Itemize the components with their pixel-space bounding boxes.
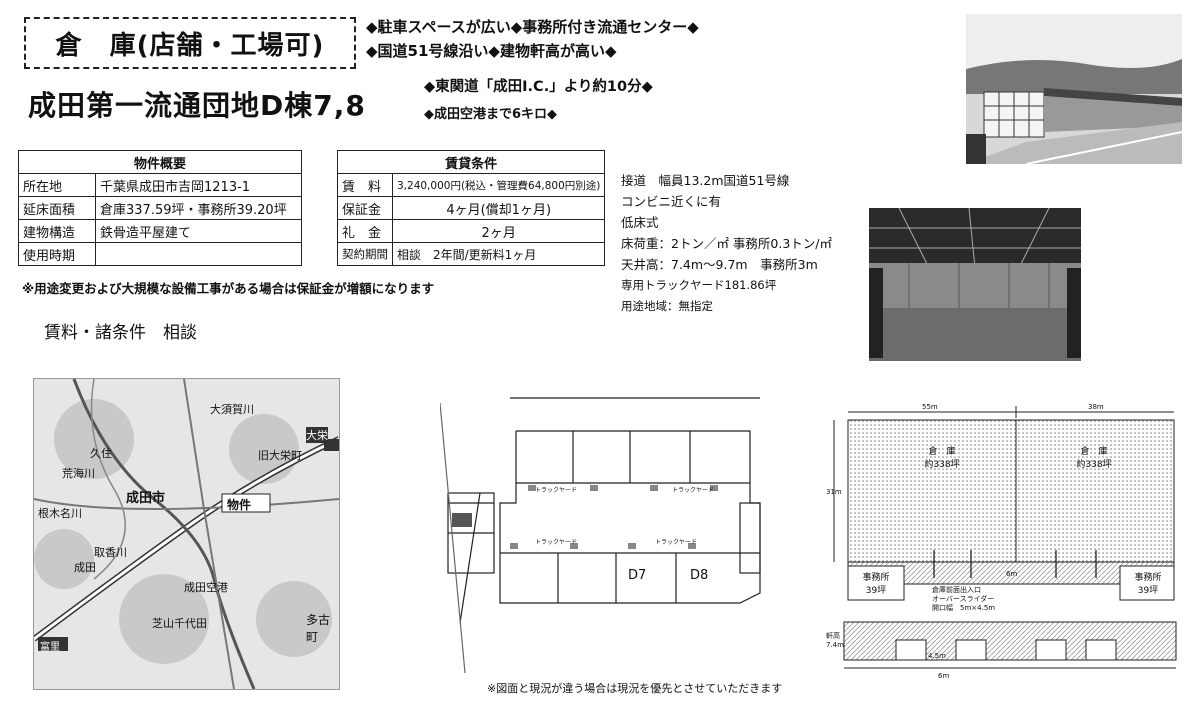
- table-row: 使用時期: [18, 242, 302, 266]
- spec-item: 用途地域：無指定: [621, 299, 713, 313]
- overview-label: 建物構造: [18, 219, 96, 243]
- elevation-value: 7.4m: [826, 641, 844, 649]
- spec-item: コンビニ近くに有: [621, 194, 722, 209]
- consult-note: 賃料・諸条件 相談: [44, 323, 197, 343]
- truck-yard-label: トラックヤード: [535, 539, 578, 546]
- site-floorplan: トラックヤード トラックヤード トラックヤード トラックヤード D7 D8: [440, 393, 780, 673]
- lease-label: 礼 金: [337, 219, 393, 243]
- lease-label: 賃 料: [337, 173, 393, 197]
- table-row: 所在地千葉県成田市吉岡1213-1: [18, 173, 302, 197]
- map-label: 成田市: [126, 491, 166, 506]
- unit-label-d8: D8: [690, 568, 709, 583]
- lease-label: 契約期間: [337, 242, 393, 266]
- dim-width-1: 55m: [922, 403, 938, 411]
- warehouse-1: 倉 庫約338坪: [912, 444, 972, 470]
- map-label: 大須賀川: [210, 403, 254, 416]
- lease-value: 3,240,000円(税込・管理費64,800円別途): [391, 173, 606, 197]
- dim-depth: 31m: [826, 488, 842, 496]
- lease-heading: 賃貸条件: [336, 150, 606, 174]
- elevation-door-width: 6m: [938, 672, 950, 680]
- area-map: 大須賀川 荒海川 根木名川 取香川 成田市 物件 旧大栄町 成田空港 芝山千代田…: [33, 378, 340, 690]
- office-name: 事務所: [1134, 573, 1162, 583]
- table-row: 契約期間相談 2年間/更新料1ヶ月: [337, 242, 606, 266]
- warehouse-2: 倉 庫約338坪: [1064, 444, 1124, 470]
- map-label: 久住: [90, 447, 112, 460]
- table-row: 建物構造鉄骨造平屋建て: [18, 219, 302, 243]
- map-label: 成田空港: [184, 581, 228, 594]
- overview-value: [95, 242, 302, 266]
- warehouse-area: 約338坪: [1076, 460, 1112, 470]
- overview-value: 千葉県成田市吉岡1213-1: [95, 173, 302, 197]
- map-label: 取香川: [94, 546, 127, 559]
- overview-value: 鉄骨造平屋建て: [95, 219, 302, 243]
- map-label: 根木名川: [38, 507, 82, 520]
- property-name: 成田第一流通団地D棟7,8: [28, 89, 366, 122]
- overview-label: 所在地: [18, 173, 96, 197]
- spec-item: 接道 幅員13.2m国道51号線: [621, 173, 790, 188]
- feature-line-1: ◆駐車スペースが広い◆事務所付き流通センター◆: [366, 18, 699, 36]
- entrance-line: 開口幅 5m×4.5m: [932, 604, 996, 612]
- warehouse-area: 約338坪: [924, 460, 960, 470]
- dim-yard: 6m: [1006, 570, 1018, 578]
- office-area: 39坪: [1137, 586, 1159, 596]
- lease-value: 相談 2年間/更新料1ヶ月: [391, 242, 606, 266]
- truck-yard-label: トラックヤード: [672, 487, 715, 494]
- feature-line-4: ◆成田空港まで6キロ◆: [424, 107, 558, 122]
- map-label: 富里: [40, 642, 60, 653]
- table-row: 延床面積倉庫337.59坪・事務所39.20坪: [18, 196, 302, 220]
- office-2: 事務所 39坪: [1122, 570, 1174, 596]
- map-label: 荒海川: [62, 467, 95, 480]
- spec-item: 床荷重：2トン／㎡ 事務所0.3トン/㎡: [621, 236, 833, 251]
- entrance-line: 倉庫前面出入口: [932, 586, 981, 594]
- lease-value: 2ヶ月: [391, 219, 606, 243]
- spec-item: 低床式: [621, 215, 659, 230]
- map-label: 多古町: [306, 613, 331, 644]
- overview-label: 延床面積: [18, 196, 96, 220]
- dim-width-2: 38m: [1088, 403, 1104, 411]
- overview-table: 物件概要 所在地千葉県成田市吉岡1213-1 延床面積倉庫337.59坪・事務所…: [18, 150, 302, 266]
- truck-yard-label: トラックヤード: [535, 487, 578, 494]
- overview-value: 倉庫337.59坪・事務所39.20坪: [95, 196, 302, 220]
- warehouse-name: 倉 庫: [1080, 447, 1108, 457]
- map-label: 旧大栄町: [258, 449, 302, 462]
- map-label: 大栄: [306, 427, 328, 443]
- warehouse-name: 倉 庫: [928, 447, 956, 457]
- exterior-photo: [966, 14, 1182, 164]
- map-label: 成田: [74, 561, 96, 574]
- warehouse-layout-plan: 55m 38m 31m 倉 庫約338坪 倉 庫約338坪 事務所 39坪 事務所…: [826, 400, 1188, 690]
- overview-heading: 物件概要: [18, 150, 302, 174]
- feature-line-2: ◆国道51号線沿い◆建物軒高が高い◆: [366, 42, 617, 60]
- office-name: 事務所: [862, 573, 890, 583]
- footer-note: ※図面と現況が違う場合は現況を優先とさせていただきます: [487, 682, 783, 695]
- listing-title: 倉 庫(店舗・工場可): [24, 17, 356, 69]
- office-area: 39坪: [865, 586, 887, 596]
- spec-list: 接道 幅員13.2m国道51号線 コンビニ近くに有 低床式 床荷重：2トン／㎡ …: [621, 170, 832, 317]
- lease-label: 保証金: [337, 196, 393, 220]
- deposit-note: ※用途変更および大規模な設備工事がある場合は保証金が増額になります: [22, 281, 435, 296]
- truck-yard-label: トラックヤード: [655, 539, 698, 546]
- property-marker: 物件: [227, 498, 252, 512]
- spec-item: 天井高：7.4m〜9.7m 事務所3m: [621, 257, 818, 272]
- entrance-note: 倉庫前面出入口 オーバースライダー 開口幅 5m×4.5m: [932, 586, 995, 613]
- interior-photo: [869, 208, 1081, 361]
- spec-item: 専用トラックヤード181.86坪: [621, 278, 777, 292]
- map-label: 芝山千代田: [152, 617, 207, 630]
- office-1: 事務所 39坪: [850, 570, 902, 596]
- elevation-door-height: 4.5m: [928, 652, 946, 660]
- entrance-line: オーバースライダー: [932, 595, 995, 603]
- overview-label: 使用時期: [18, 242, 96, 266]
- unit-label-d7: D7: [628, 568, 647, 583]
- lease-value: 4ヶ月(償却1ヶ月): [391, 196, 606, 220]
- feature-line-3: ◆東関道「成田I.C.」より約10分◆: [424, 79, 653, 95]
- elevation-label: 軒高: [826, 632, 840, 640]
